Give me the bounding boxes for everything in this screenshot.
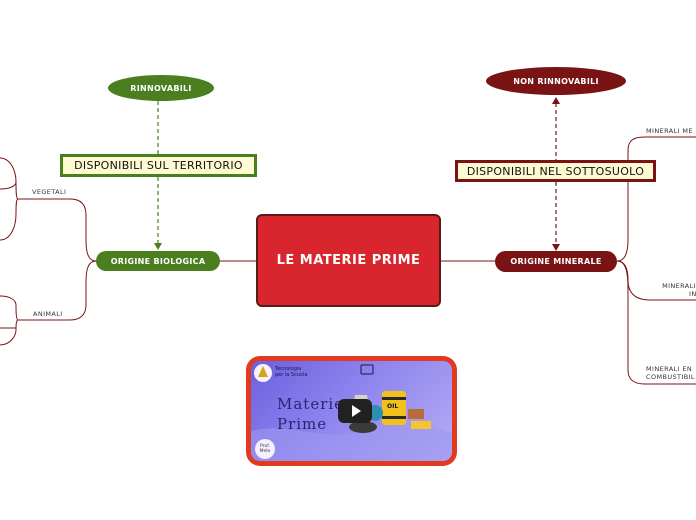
author-avatar: Prof. Mele — [255, 439, 275, 459]
play-button[interactable] — [338, 399, 372, 423]
gold-bar-icon — [411, 421, 431, 429]
channel-logo-text: Tecnologia per la Scuola — [275, 366, 308, 378]
play-icon — [352, 405, 361, 417]
barrel-band-2 — [382, 416, 406, 419]
disponibili-territorio-label: DISPONIBILI SUL TERRITORIO — [74, 159, 243, 172]
minerali-inerti-label[interactable]: MINERALI IN — [657, 282, 696, 298]
arrowhead-nonrinnovabili — [552, 97, 560, 104]
animali-subbranches — [0, 296, 18, 345]
video-title-line-2: Prime — [277, 414, 344, 434]
screen-icon — [361, 365, 373, 374]
disponibili-sottosuolo-node[interactable]: DISPONIBILI NEL SOTTOSUOLO — [455, 160, 656, 182]
disponibili-territorio-node[interactable]: DISPONIBILI SUL TERRITORIO — [60, 154, 257, 177]
origine-minerale-label: ORIGINE MINERALE — [510, 257, 601, 266]
arrowhead-biologica — [154, 243, 162, 250]
minerali-metallici-line-1: MINERALI ME — [646, 127, 693, 135]
origine-biologica-node[interactable]: ORIGINE BIOLOGICA — [96, 251, 220, 271]
minerali-energetici-label[interactable]: MINERALI EN COMBUSTIBIL — [646, 365, 695, 381]
rinnovabili-node[interactable]: RINNOVABILI — [108, 75, 214, 101]
minerali-energetici-line-1: MINERALI EN — [646, 365, 695, 373]
origine-biologica-label: ORIGINE BIOLOGICA — [111, 257, 206, 266]
link-minerale-metallici — [617, 137, 696, 261]
rinnovabili-label: RINNOVABILI — [130, 84, 191, 93]
video-title-line-1: Materie — [277, 394, 344, 414]
animali-label[interactable]: ANIMALI — [33, 310, 63, 318]
non-rinnovabili-label: NON RINNOVABILI — [513, 77, 599, 86]
barrel-band — [382, 397, 406, 400]
video-embed[interactable]: Tecnologia per la Scuola Materie Prime O… — [246, 356, 457, 466]
central-topic-label: LE MATERIE PRIME — [277, 253, 421, 268]
origine-minerale-node[interactable]: ORIGINE MINERALE — [495, 251, 617, 272]
channel-logo-line-2: per la Scuola — [275, 372, 308, 378]
vegetali-subbranches — [0, 158, 18, 240]
minerali-metallici-label[interactable]: MINERALI ME — [646, 127, 693, 135]
oil-label: OIL — [387, 403, 398, 410]
central-topic[interactable]: LE MATERIE PRIME — [256, 214, 441, 307]
video-title: Materie Prime — [277, 394, 344, 434]
minerali-energetici-line-2: COMBUSTIBIL — [646, 373, 695, 381]
minerali-inerti-line-1: MINERALI — [657, 282, 696, 290]
link-biologica-vegetali — [18, 199, 96, 261]
disponibili-sottosuolo-label: DISPONIBILI NEL SOTTOSUOLO — [467, 165, 644, 178]
non-rinnovabili-node[interactable]: NON RINNOVABILI — [486, 67, 626, 95]
video-thumbnail: Tecnologia per la Scuola Materie Prime O… — [251, 361, 452, 461]
vegetali-label[interactable]: VEGETALI — [32, 188, 66, 196]
author-line-2: Mele — [260, 449, 271, 454]
arrowhead-minerale — [552, 244, 560, 251]
minerali-inerti-line-2: IN — [657, 290, 696, 298]
brick-icon — [408, 409, 424, 419]
